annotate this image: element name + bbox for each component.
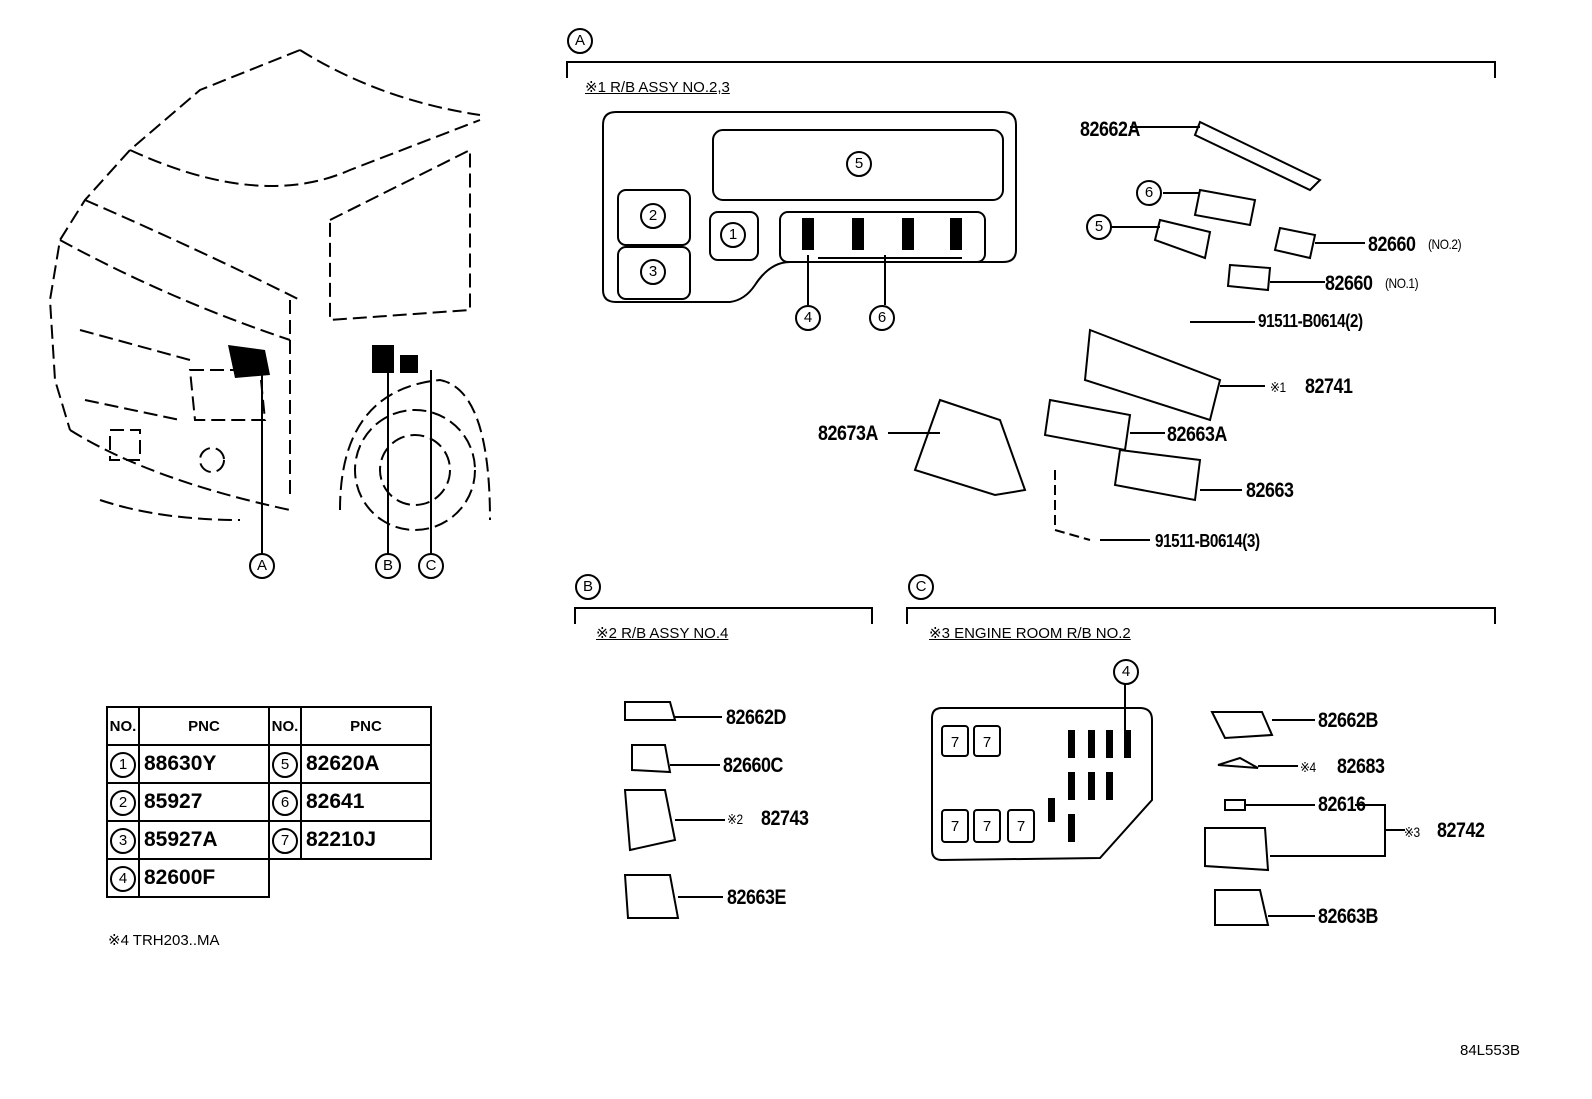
- row-pnc[interactable]: 82210J: [300, 820, 432, 860]
- callout-b-top: B: [575, 574, 601, 600]
- relay-slots-c: 7 7 7 7 7: [941, 725, 1035, 843]
- part-82660-no1[interactable]: 82660: [1325, 272, 1373, 295]
- section-b-header: ※2 R/B ASSY NO.4: [596, 625, 729, 642]
- relay-slot-number: 7: [983, 734, 991, 751]
- part-82660C[interactable]: 82660C: [723, 754, 783, 777]
- footnote: ※4 TRH203..MA: [108, 932, 220, 949]
- table-row: 1 88630Y 5 82620A: [106, 744, 432, 784]
- box-a-slot-3: 3: [640, 259, 666, 285]
- callout-c-top: C: [908, 574, 934, 600]
- part-82743-mark: ※2: [727, 811, 743, 827]
- part-82662D[interactable]: 82662D: [726, 706, 786, 729]
- part-82662A[interactable]: 82662A: [1080, 118, 1140, 141]
- part-82743[interactable]: 82743: [761, 807, 809, 830]
- part-82616[interactable]: 82616: [1318, 793, 1366, 816]
- relay-box-locations: [228, 345, 418, 378]
- part-82683-mark: ※4: [1300, 759, 1316, 775]
- header-pnc: PNC: [138, 706, 270, 746]
- relay-slot-number: 7: [983, 818, 991, 835]
- callout-a-top: A: [567, 28, 593, 54]
- callout-b: B: [375, 553, 401, 579]
- part-82742-mark: ※3: [1404, 824, 1420, 840]
- drawing-id: 84L553B: [1460, 1042, 1521, 1059]
- table-row: 4 82600F: [106, 858, 431, 898]
- part-82741[interactable]: 82741: [1305, 375, 1353, 398]
- relay-slot-number: 7: [1017, 818, 1025, 835]
- part-82673A[interactable]: 82673A: [818, 422, 878, 445]
- section-c-header: ※3 ENGINE ROOM R/B NO.2: [929, 625, 1131, 642]
- box-a-slot-1: 1: [720, 222, 746, 248]
- part-82683[interactable]: 82683: [1337, 755, 1385, 778]
- row-pnc[interactable]: 85927A: [138, 820, 270, 860]
- row-number: 1: [110, 751, 136, 778]
- row-number: 5: [272, 751, 298, 778]
- part-82663A[interactable]: 82663A: [1167, 423, 1227, 446]
- row-number: 2: [110, 789, 136, 816]
- box-a-slot-2: 2: [640, 203, 666, 229]
- vehicle-illustration: [48, 49, 491, 531]
- relay-slot-number: 7: [951, 734, 959, 751]
- header-no: NO.: [106, 706, 140, 746]
- part-callout-6: 6: [1136, 180, 1162, 206]
- row-pnc[interactable]: 88630Y: [138, 744, 270, 784]
- row-number: 6: [272, 789, 298, 816]
- table-row: 3 85927A 7 82210J: [106, 820, 432, 860]
- part-82660-no2[interactable]: 82660: [1368, 233, 1416, 256]
- header-pnc-2: PNC: [300, 706, 432, 746]
- callout-c: C: [418, 553, 444, 579]
- part-82663B[interactable]: 82663B: [1318, 905, 1378, 928]
- section-a-header: ※1 R/B ASSY NO.2,3: [585, 79, 730, 96]
- box-c-slot-4: 4: [1113, 659, 1139, 685]
- part-82741-mark: ※1: [1270, 379, 1286, 395]
- callout-a: A: [249, 553, 275, 579]
- row-number: 3: [110, 827, 136, 854]
- row-pnc[interactable]: 82600F: [138, 858, 270, 898]
- part-82663[interactable]: 82663: [1246, 479, 1294, 502]
- row-pnc[interactable]: 85927: [138, 782, 270, 822]
- box-a-slot-6: 6: [869, 305, 895, 331]
- row-pnc[interactable]: 82641: [300, 782, 432, 822]
- box-a-slot-5: 5: [846, 151, 872, 177]
- part-callout-5: 5: [1086, 214, 1112, 240]
- part-82742[interactable]: 82742: [1437, 819, 1485, 842]
- part-82663E[interactable]: 82663E: [727, 886, 786, 909]
- part-bolt-3[interactable]: 91511-B0614(3): [1155, 531, 1260, 551]
- row-pnc[interactable]: 82620A: [300, 744, 432, 784]
- relay-slot-number: 7: [951, 818, 959, 835]
- row-number: 7: [272, 827, 298, 854]
- row-number: 4: [110, 865, 136, 892]
- header-no-2: NO.: [268, 706, 302, 746]
- part-82660-no1-note: (NO.1): [1385, 275, 1419, 291]
- part-82662B[interactable]: 82662B: [1318, 709, 1378, 732]
- part-82660-no2-note: (NO.2): [1428, 236, 1462, 252]
- part-bolt-2[interactable]: 91511-B0614(2): [1258, 311, 1363, 331]
- box-a-slot-4: 4: [795, 305, 821, 331]
- pnc-table: NO. PNC NO. PNC 1 88630Y 5 82620A 2 8592…: [106, 706, 432, 898]
- table-row: 2 85927 6 82641: [106, 782, 432, 822]
